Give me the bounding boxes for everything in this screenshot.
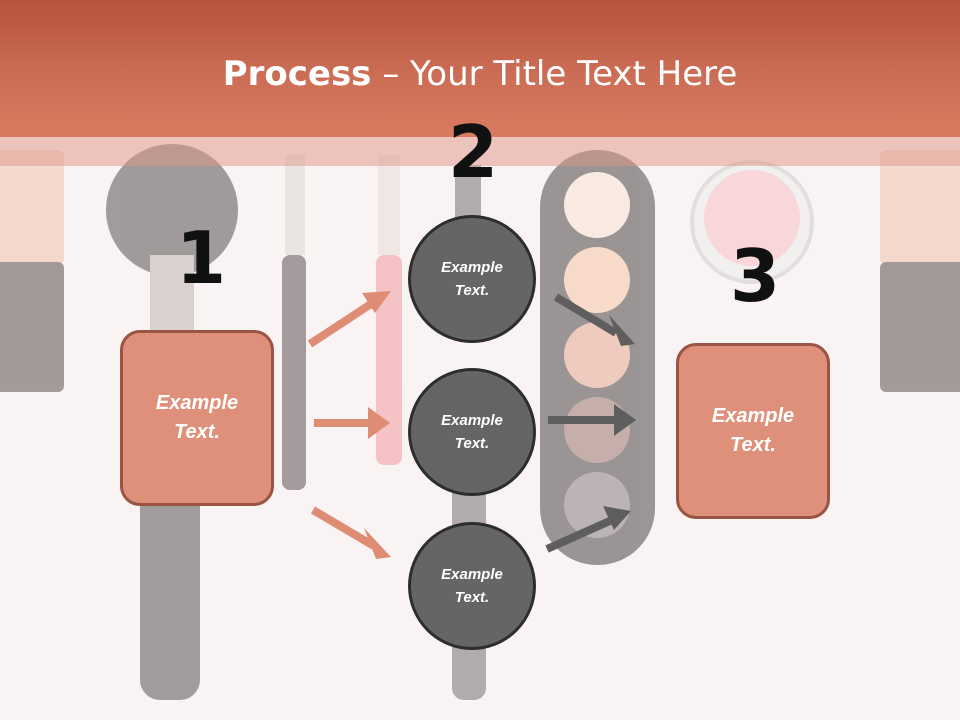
arrow-middle-to-right-icon [548, 404, 636, 436]
left-box-label: Example Text. [155, 392, 239, 443]
right-text-box[interactable]: Example Text. [676, 343, 830, 519]
step-number-2: 2 [448, 110, 499, 194]
title-rest: – Your Title Text Here [371, 54, 738, 94]
circle-middle[interactable]: Example Text. [408, 368, 536, 496]
lip-pencil [376, 155, 402, 465]
circle-top[interactable]: Example Text. [408, 215, 536, 343]
right-box-label: Example Text. [711, 405, 795, 456]
arrow-left-to-top-icon [307, 291, 391, 348]
arrow-top-to-right-icon [553, 293, 635, 346]
step-number-3: 3 [730, 234, 781, 318]
arrow-left-to-middle-icon [314, 407, 390, 439]
lipstick-left [0, 150, 64, 392]
powder-brush [106, 144, 238, 700]
lipstick-right [880, 150, 960, 392]
title-bold: Process [222, 54, 372, 94]
eyeshadow-palette [540, 150, 655, 565]
title-band [0, 137, 960, 166]
circle-top-label: Example Text. [441, 259, 503, 299]
thin-brush [282, 155, 306, 490]
circle-bottom-label: Example Text. [441, 566, 503, 606]
slide-title: Process – Your Title Text Here [0, 52, 960, 96]
arrow-bottom-to-right-icon [545, 506, 631, 553]
title-bar [0, 0, 960, 137]
arrow-left-to-bottom-icon [310, 506, 391, 559]
circle-middle-label: Example Text. [441, 412, 503, 452]
step-number-1: 1 [176, 216, 227, 300]
circle-bottom[interactable]: Example Text. [408, 522, 536, 650]
left-text-box[interactable]: Example Text. [120, 330, 274, 506]
